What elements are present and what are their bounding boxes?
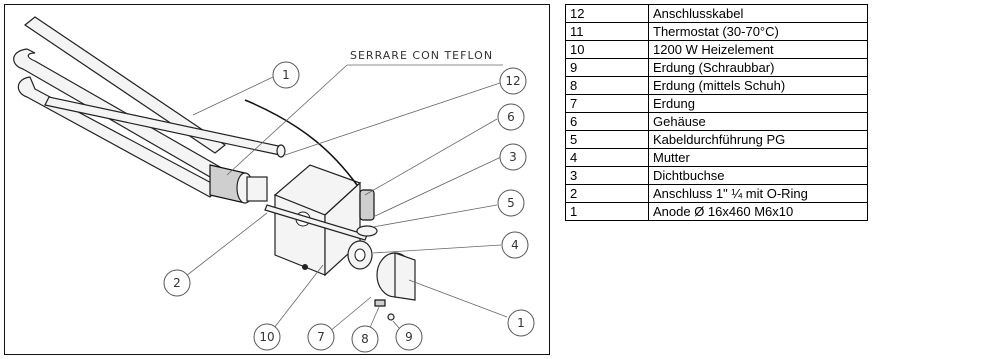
callout-1-top: 1 bbox=[272, 61, 300, 89]
connection-cable bbox=[244, 99, 358, 186]
part-number: 12 bbox=[565, 4, 649, 23]
callout-9: 9 bbox=[395, 323, 423, 351]
callout-2: 2 bbox=[163, 269, 191, 297]
callout-7: 7 bbox=[307, 323, 335, 351]
earth-screw bbox=[387, 313, 395, 321]
svg-text:7: 7 bbox=[317, 330, 325, 344]
svg-text:12: 12 bbox=[505, 74, 520, 88]
part-description: Anschlusskabel bbox=[648, 4, 868, 23]
part-description: Dichtbuchse bbox=[648, 166, 868, 185]
threaded-fitting bbox=[209, 164, 268, 204]
part-number: 10 bbox=[565, 40, 649, 59]
exploded-drawing: SERRARE CON TEFLON 1 12 6 3 bbox=[13, 16, 535, 353]
callout-10: 10 bbox=[253, 323, 281, 351]
part-description: Gehäuse bbox=[648, 112, 868, 131]
part-number: 9 bbox=[565, 58, 649, 77]
heating-element-tubes bbox=[13, 16, 228, 198]
part-number: 5 bbox=[565, 130, 649, 149]
part-description: 1200 W Heizelement bbox=[648, 40, 868, 59]
svg-text:1: 1 bbox=[517, 316, 525, 330]
part-description: Erdung (mittels Schuh) bbox=[648, 76, 868, 95]
part-description: Thermostat (30-70°C) bbox=[648, 22, 868, 41]
svg-text:4: 4 bbox=[511, 238, 519, 252]
earth-tag bbox=[374, 299, 386, 307]
part-number: 7 bbox=[565, 94, 649, 113]
callout-4: 4 bbox=[501, 231, 529, 259]
svg-text:3: 3 bbox=[509, 150, 517, 164]
svg-text:2: 2 bbox=[173, 276, 181, 290]
nut bbox=[347, 240, 373, 270]
part-number: 4 bbox=[565, 148, 649, 167]
part-description: Mutter bbox=[648, 148, 868, 167]
callout-3: 3 bbox=[499, 143, 527, 171]
callout-1-bottom: 1 bbox=[507, 309, 535, 337]
part-description: Erdung (Schraubbar) bbox=[648, 58, 868, 77]
part-number: 2 bbox=[565, 184, 649, 203]
callout-12: 12 bbox=[499, 67, 527, 95]
part-number: 11 bbox=[565, 22, 649, 41]
svg-text:10: 10 bbox=[259, 330, 274, 344]
assembly-note: SERRARE CON TEFLON bbox=[350, 49, 493, 62]
part-number: 1 bbox=[565, 202, 649, 221]
part-description: Anschluss 1" ¼ mit O-Ring bbox=[648, 184, 868, 203]
part-description: Anode Ø 16x460 M6x10 bbox=[648, 202, 868, 221]
part-description: Erdung bbox=[648, 94, 868, 113]
callout-8: 8 bbox=[351, 325, 379, 353]
part-number: 3 bbox=[565, 166, 649, 185]
svg-text:9: 9 bbox=[405, 330, 413, 344]
anode-rod bbox=[44, 96, 286, 158]
part-number: 8 bbox=[565, 76, 649, 95]
svg-text:8: 8 bbox=[361, 332, 369, 346]
thermostat bbox=[376, 252, 416, 301]
svg-text:6: 6 bbox=[507, 110, 515, 124]
cable-gland bbox=[356, 189, 378, 237]
callout-5: 5 bbox=[497, 189, 525, 217]
svg-text:1: 1 bbox=[282, 68, 290, 82]
part-description: Kabeldurchführung PG bbox=[648, 130, 868, 149]
svg-text:5: 5 bbox=[507, 196, 515, 210]
exploded-drawing-panel: SERRARE CON TEFLON 1 12 6 3 bbox=[4, 4, 550, 355]
part-number: 6 bbox=[565, 112, 649, 131]
callout-6: 6 bbox=[497, 103, 525, 131]
